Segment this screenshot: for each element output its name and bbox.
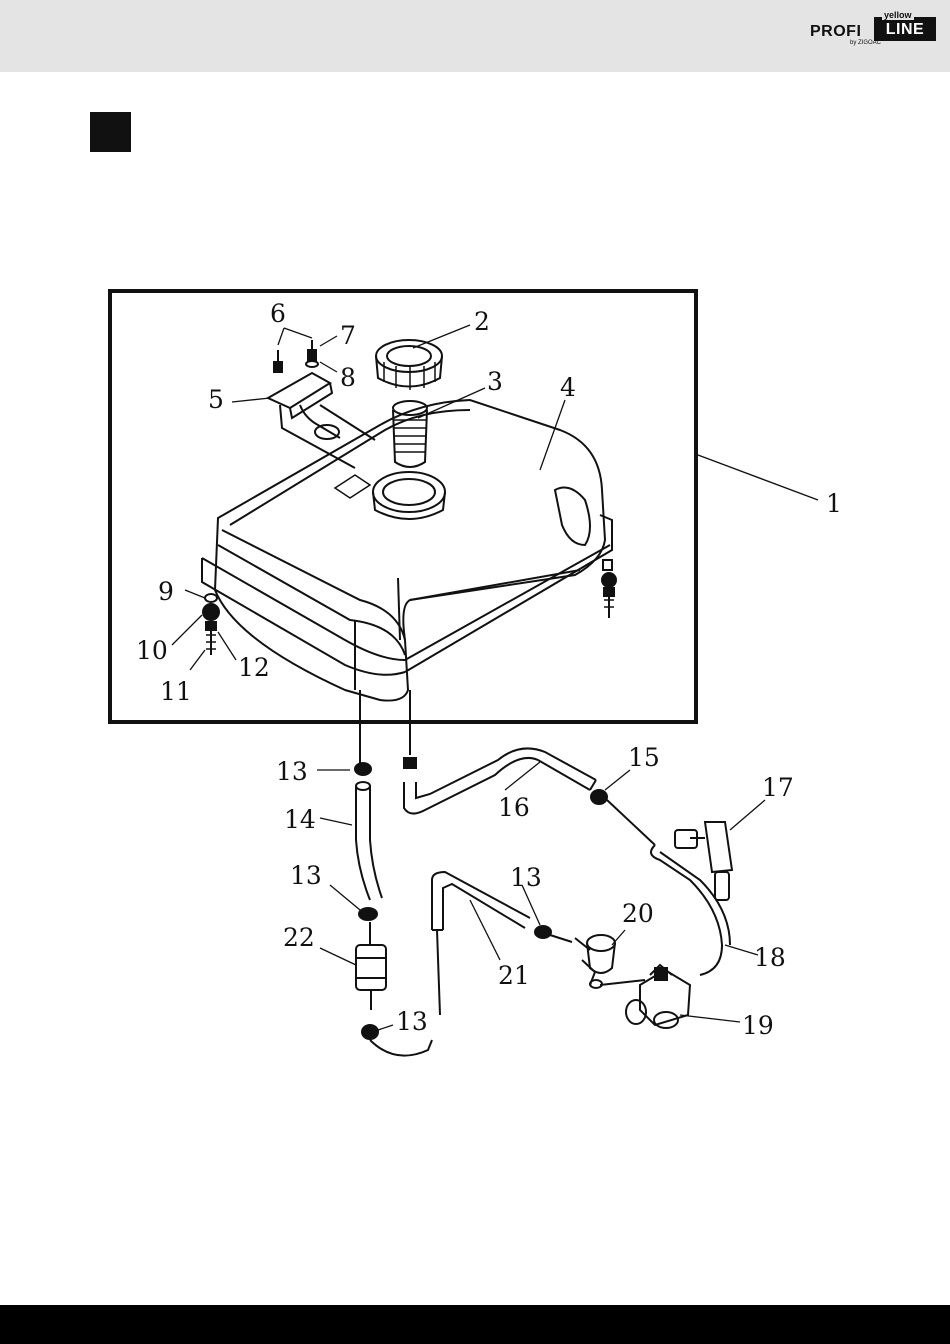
label-part-13-bottom: 13 bbox=[396, 1007, 428, 1036]
label-part-14: 14 bbox=[284, 805, 316, 834]
page-footer-bar bbox=[0, 1305, 950, 1344]
label-part-19: 19 bbox=[742, 1011, 774, 1040]
label-part-22: 22 bbox=[283, 923, 315, 952]
diagram-frame bbox=[110, 291, 696, 722]
label-part-21: 21 bbox=[498, 961, 530, 990]
label-part-13-top: 13 bbox=[276, 757, 308, 786]
label-part-5: 5 bbox=[208, 385, 224, 414]
label-part-13-middle: 13 bbox=[290, 861, 322, 890]
label-part-18: 18 bbox=[754, 943, 786, 972]
label-part-13-right: 13 bbox=[510, 863, 542, 892]
label-part-20: 20 bbox=[622, 899, 654, 928]
label-part-12: 12 bbox=[238, 653, 270, 682]
label-part-3: 3 bbox=[487, 367, 503, 396]
label-part-2: 2 bbox=[474, 307, 490, 336]
label-part-16: 16 bbox=[498, 793, 530, 822]
label-part-4: 4 bbox=[560, 373, 576, 402]
label-part-9: 9 bbox=[158, 577, 174, 606]
label-part-11: 11 bbox=[160, 677, 192, 706]
label-part-1: 1 bbox=[826, 489, 842, 518]
label-part-7: 7 bbox=[340, 321, 356, 350]
label-part-17: 17 bbox=[762, 773, 794, 802]
label-part-8: 8 bbox=[340, 363, 356, 392]
label-part-10: 10 bbox=[136, 636, 168, 665]
label-part-15: 15 bbox=[628, 743, 660, 772]
label-part-6: 6 bbox=[270, 299, 286, 328]
